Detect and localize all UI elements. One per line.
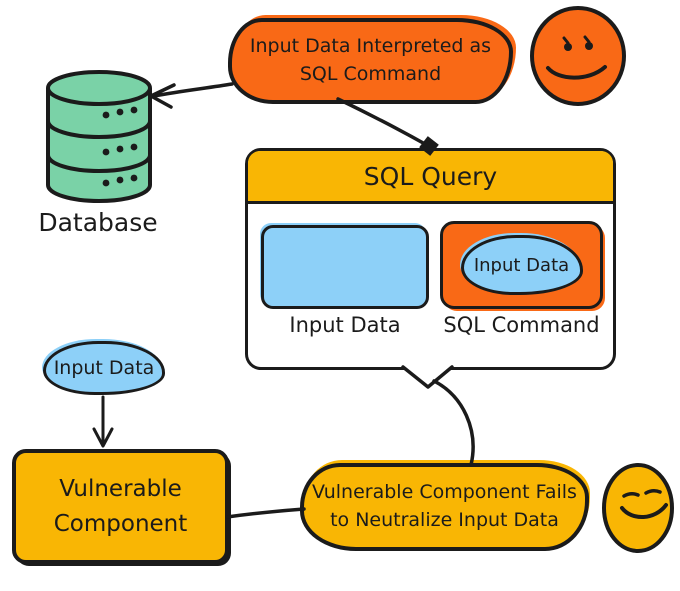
annotation-top-callout: Input Data Interpreted as SQL Command [228,18,513,104]
orange-face-eyes [562,35,593,51]
sql-command-block-label: SQL Command [443,313,600,337]
annotation-bottom-line2: to Neutralize Input Data [330,509,559,531]
yellow-sad-face-icon [602,463,674,553]
vulnerable-component-line2: Component [53,510,188,537]
database-label: Database [38,208,158,237]
sql-query-box: SQL Query Input Data Input Data SQL Comm… [245,148,616,370]
connector-component-to-callout [225,507,306,519]
input-data-block [261,225,429,309]
vulnerable-component-box: Vulnerable Component [12,449,229,564]
sql-command-block: Input Data [440,221,603,309]
annotation-bottom-line1: Vulnerable Component Fails [312,481,577,504]
orange-sad-face-icon [530,6,626,106]
connector-sqlbox-to-callout [432,379,475,467]
vulnerable-component-line1: Vulnerable [59,476,182,502]
yellow-face-eyes [622,488,662,498]
database-dots [102,106,138,187]
yellow-face-frown [620,503,668,519]
arrow-input-to-component [92,395,114,448]
annotation-top-line2: SQL Command [299,63,442,85]
input-data-node-label: Input Data [53,357,155,379]
injected-input-oval: Input Data [460,235,583,295]
sqlbox-tail [401,365,475,467]
orange-face-frown [546,65,607,80]
sql-query-body: Input Data Input Data SQL Command [248,204,613,367]
arrow-callout-to-database [149,82,234,109]
sql-query-title: SQL Query [363,161,498,191]
annotation-bottom-callout: Vulnerable Component Fails to Neutralize… [300,463,589,551]
input-data-block-label: Input Data [289,313,401,337]
input-data-node: Input Data [43,341,165,395]
injected-input-label: Input Data [473,254,570,276]
annotation-top-line1: Input Data Interpreted as [249,35,492,58]
sql-query-header: SQL Query [248,151,613,204]
database-icon [46,70,152,203]
